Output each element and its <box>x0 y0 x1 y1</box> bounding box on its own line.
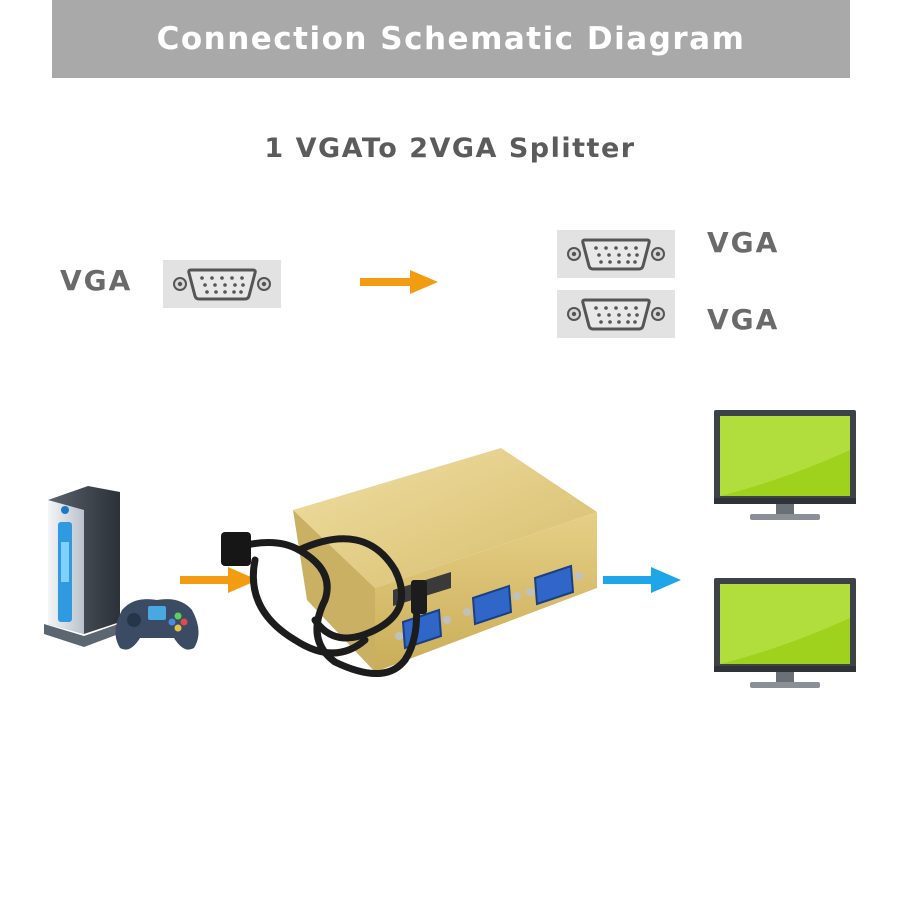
arrow-right-icon <box>360 270 438 294</box>
output-vga-label-2: VGA <box>707 303 780 336</box>
monitor-icon <box>714 578 856 688</box>
splitter-box-icon <box>221 448 597 677</box>
page-title: Connection Schematic Diagram <box>156 21 746 57</box>
input-vga-label: VGA <box>60 264 133 297</box>
diagram-subtitle: 1 VGATo 2VGA Splitter <box>264 133 636 164</box>
vga-port-icon <box>557 230 675 278</box>
header-banner: Connection Schematic Diagram <box>52 0 850 78</box>
gamepad-icon <box>115 599 199 650</box>
vga-port-icon <box>163 260 281 308</box>
monitor-icon <box>714 410 856 520</box>
arrow-right-icon <box>603 567 681 593</box>
vga-port-icon <box>557 290 675 338</box>
pc-tower-icon <box>44 486 124 647</box>
output-vga-label-1: VGA <box>707 226 780 259</box>
arrow-right-icon <box>180 567 258 593</box>
